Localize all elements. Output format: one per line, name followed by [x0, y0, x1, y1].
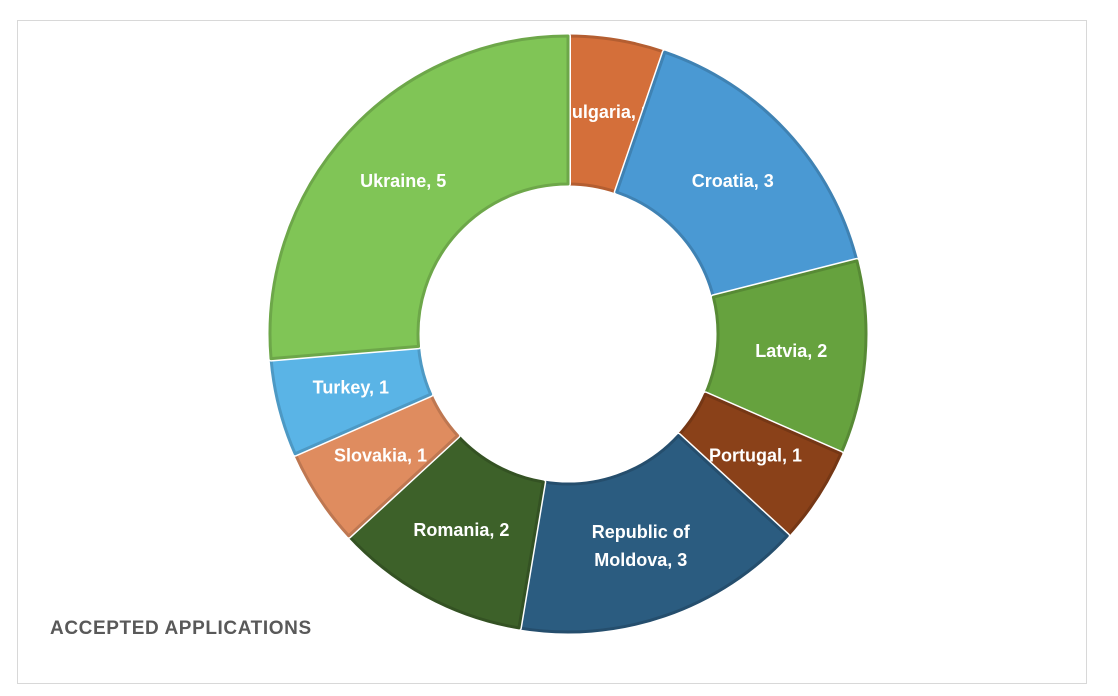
slice-group-republic-of-moldova [515, 432, 791, 635]
slice-label: Romania, 2 [413, 520, 509, 540]
slice-label: Turkey, 1 [313, 378, 389, 398]
slice-ukraine[interactable] [268, 34, 570, 361]
slice-group-croatia [613, 49, 860, 301]
chart-title: ACCEPTED APPLICATIONS [50, 618, 312, 639]
slice-label: Bulgaria, 1 [559, 102, 651, 122]
slice-croatia[interactable] [615, 50, 859, 299]
slice-label: Croatia, 3 [692, 171, 774, 191]
slice-label: Latvia, 2 [755, 341, 827, 361]
slice-group-ukraine [267, 33, 571, 362]
slice-label: Ukraine, 5 [360, 171, 446, 191]
slice-label: Slovakia, 1 [334, 445, 427, 465]
slice-republic-of-moldova[interactable] [517, 434, 789, 634]
slice-label: Portugal, 1 [709, 445, 802, 465]
